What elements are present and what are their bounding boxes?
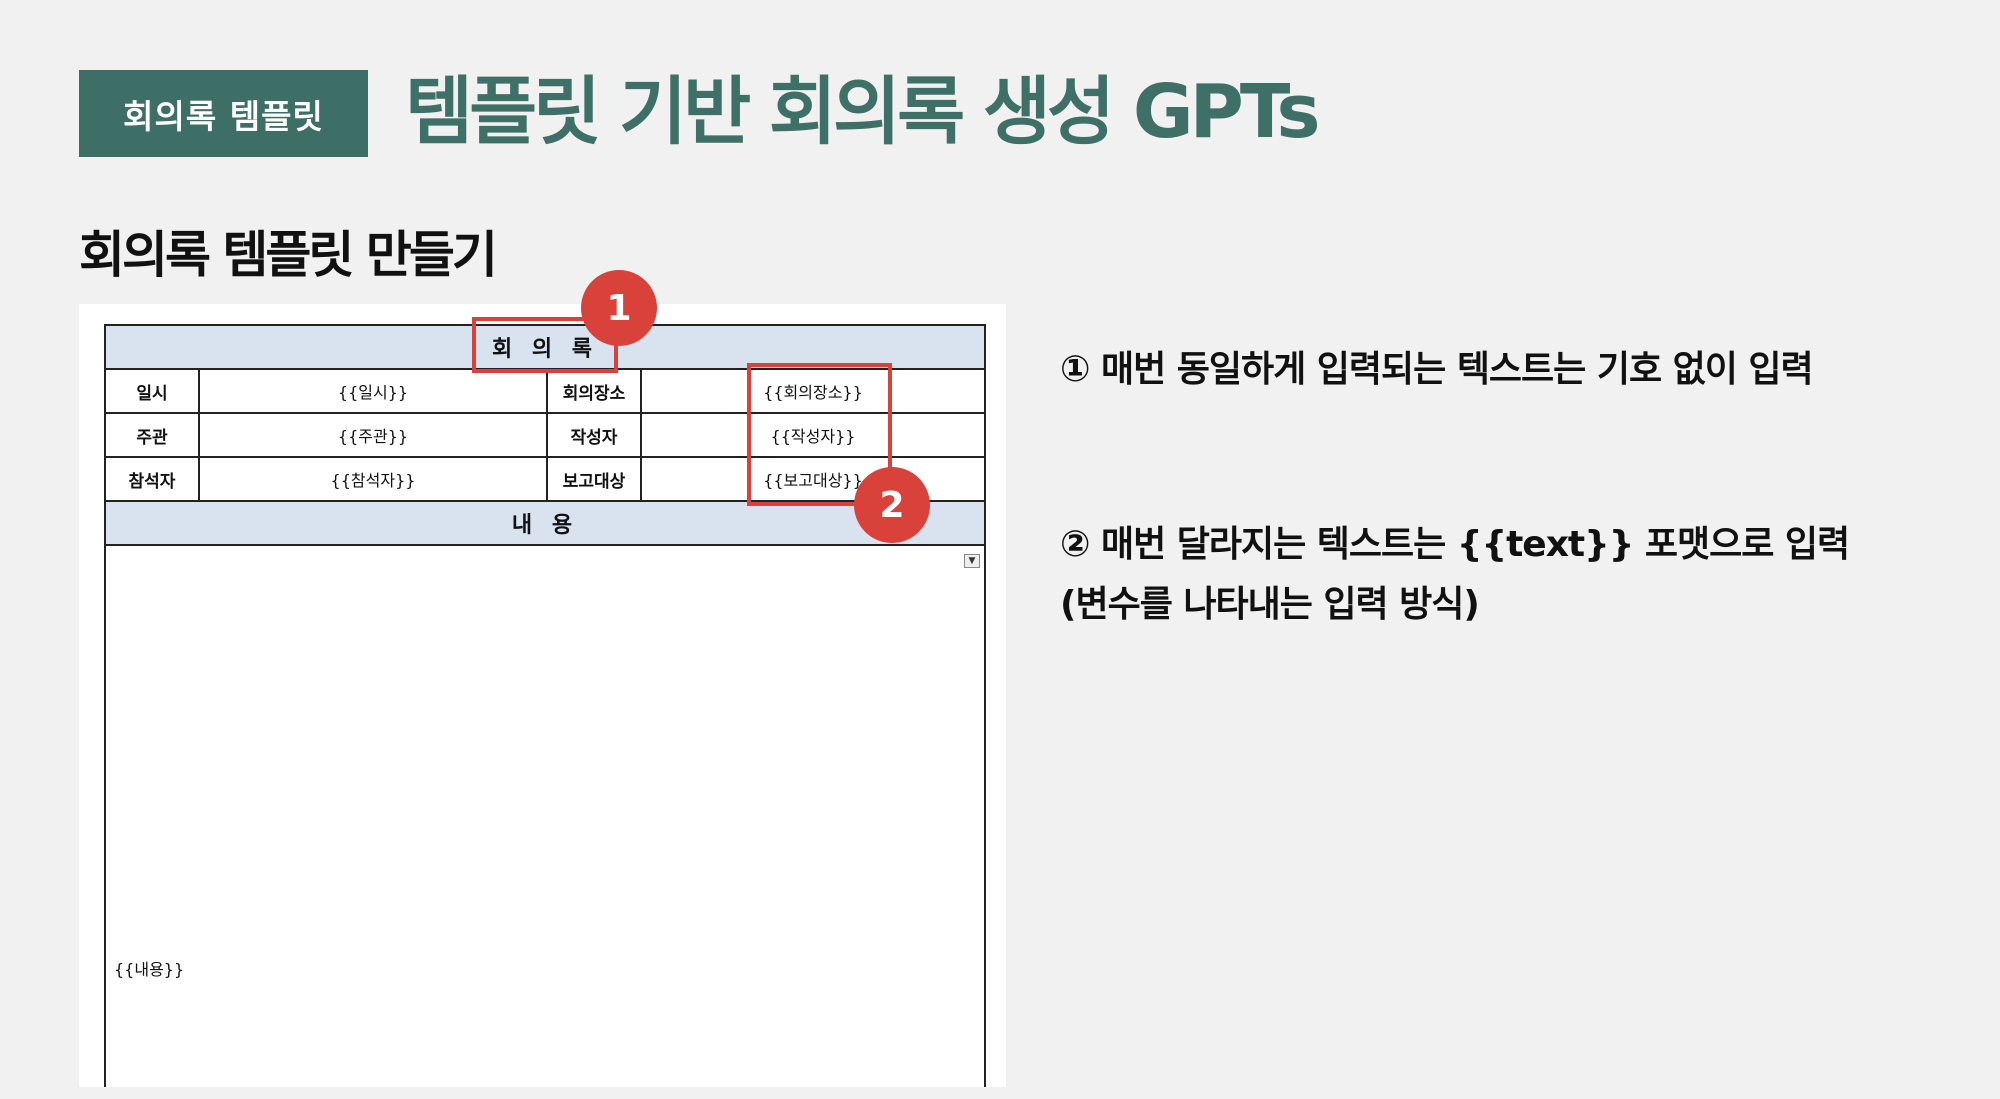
table-row: 참석자 {{참석자}} 보고대상 {{보고대상}} xyxy=(106,458,984,502)
row-value[interactable]: {{작성자}} xyxy=(770,427,856,446)
row-value[interactable]: {{참석자}} xyxy=(200,458,548,500)
note-2-line-1: ② 매번 달라지는 텍스트는 {{text}} 포맷으로 입력 xyxy=(1060,524,1850,565)
highlight-box-variables xyxy=(747,363,892,506)
row-value[interactable]: {{회의장소}} xyxy=(763,383,863,402)
section-tag: 회의록 템플릿 xyxy=(79,70,368,157)
content-area[interactable]: ▼ {{내용}} xyxy=(106,546,984,1087)
badge-1: 1 xyxy=(581,270,657,346)
note-2-line-2: (변수를 나타내는 입력 방식) xyxy=(1060,584,1480,625)
row-label: 작성자 xyxy=(548,414,642,456)
table-row: 주관 {{주관}} 작성자 {{작성자}} xyxy=(106,414,984,458)
template-sheet: 회 의 록 일시 {{일시}} 회의장소 {{회의장소}} 주관 {{주관}} … xyxy=(104,324,986,1087)
row-label: 일시 xyxy=(106,370,200,412)
badge-2: 2 xyxy=(854,467,930,543)
template-heading-row: 회 의 록 xyxy=(106,326,984,370)
row-value[interactable]: {{일시}} xyxy=(200,370,548,412)
row-value[interactable]: {{주관}} xyxy=(200,414,548,456)
document-preview xyxy=(79,304,1006,1087)
row-label: 참석자 xyxy=(106,458,200,500)
template-heading: 회 의 록 xyxy=(491,337,599,362)
content-heading: 내 용 xyxy=(511,513,579,538)
row-label: 보고대상 xyxy=(548,458,642,500)
section-title: 회의록 템플릿 만들기 xyxy=(79,226,498,284)
table-row: 일시 {{일시}} 회의장소 {{회의장소}} xyxy=(106,370,984,414)
content-heading-row: 내 용 xyxy=(106,502,984,546)
row-value[interactable]: {{보고대상}} xyxy=(763,471,863,490)
row-label: 회의장소 xyxy=(548,370,642,412)
page-title: 템플릿 기반 회의록 생성 GPTs xyxy=(405,69,1321,155)
note-1: ① 매번 동일하게 입력되는 텍스트는 기호 없이 입력 xyxy=(1060,349,1814,390)
row-label: 주관 xyxy=(106,414,200,456)
dropdown-arrow-icon[interactable]: ▼ xyxy=(964,554,980,568)
content-placeholder: {{내용}} xyxy=(114,960,185,979)
